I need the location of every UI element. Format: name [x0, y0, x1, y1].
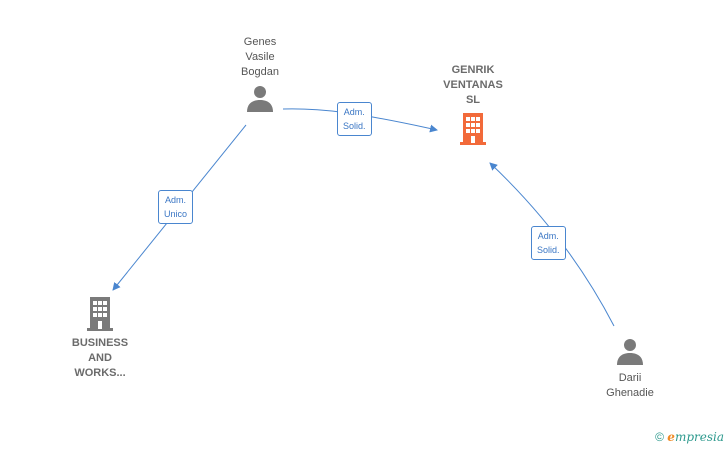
node-genes-vasile-bogdan[interactable]: Genes Vasile Bogdan	[220, 35, 300, 114]
copyright-icon: ©	[655, 430, 664, 444]
person-icon	[247, 86, 273, 112]
edge-label-genes-genrik: Adm. Solid.	[337, 102, 372, 136]
node-genrik-ventanas-sl[interactable]: GENRIK VENTANAS SL	[435, 63, 511, 146]
edge-label-darii-genrik: Adm. Solid.	[531, 226, 566, 260]
node-label: BUSINESS AND WORKS...	[71, 337, 129, 379]
building-icon	[87, 297, 113, 331]
node-business-and-works[interactable]: BUSINESS AND WORKS...	[58, 296, 142, 381]
node-label: Genes Vasile Bogdan	[241, 36, 279, 78]
building-icon	[460, 113, 486, 145]
edge-label-genes-business: Adm. Unico	[158, 190, 194, 224]
empresia-logo[interactable]: empresia	[667, 430, 724, 444]
node-label: Darii Ghenadie	[606, 372, 654, 399]
empresia-footer: © empresia	[655, 430, 724, 444]
node-label: GENRIK VENTANAS SL	[443, 64, 503, 106]
person-icon	[617, 339, 643, 365]
node-darii-ghenadie[interactable]: Darii Ghenadie	[590, 337, 670, 401]
